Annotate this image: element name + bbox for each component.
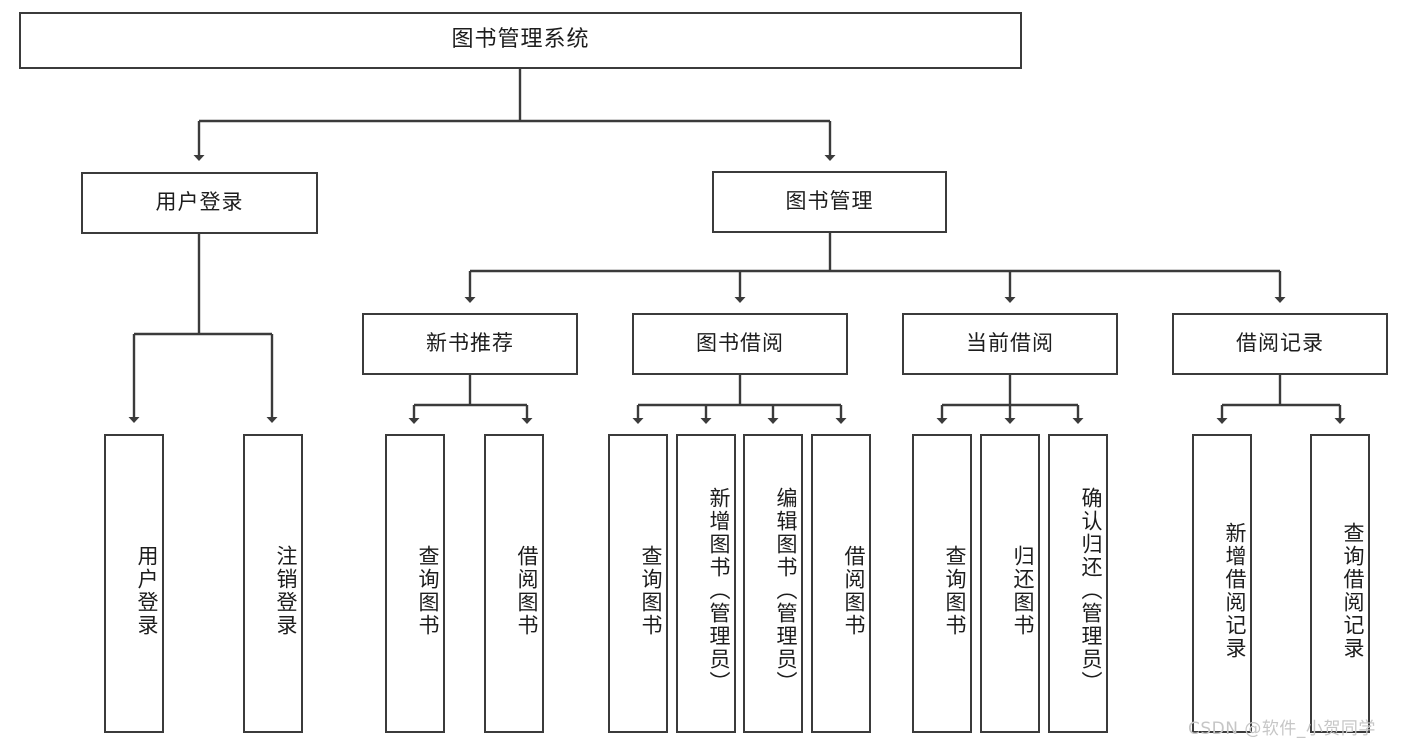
node-book-borrow[interactable]: 图书借阅 [632, 313, 848, 375]
leaf-book-borrow-query[interactable]: 查询图书 [608, 434, 668, 733]
node-label: 查询图书 [416, 544, 440, 637]
node-label: 图书管理 [785, 189, 874, 214]
node-label: 当前借阅 [966, 331, 1054, 356]
leaf-current-borrow-confirm-admin[interactable]: 确认归还（管理员） [1048, 434, 1108, 733]
node-borrow-record[interactable]: 借阅记录 [1172, 313, 1388, 375]
node-current-borrow[interactable]: 当前借阅 [902, 313, 1118, 375]
node-label: 新增图书（管理员） [707, 487, 731, 694]
leaf-user-login-logout[interactable]: 注销登录 [243, 434, 303, 733]
node-new-book-recommend[interactable]: 新书推荐 [362, 313, 578, 375]
leaf-borrow-record-add[interactable]: 新增借阅记录 [1192, 434, 1252, 733]
leaf-book-borrow-edit-admin[interactable]: 编辑图书（管理员） [743, 434, 803, 733]
node-label: 查询图书 [639, 544, 663, 637]
leaf-book-borrow-borrow[interactable]: 借阅图书 [811, 434, 871, 733]
node-label: 借阅记录 [1236, 331, 1324, 356]
node-label: 新书推荐 [426, 331, 514, 356]
leaf-new-book-borrow[interactable]: 借阅图书 [484, 434, 544, 733]
node-book-management[interactable]: 图书管理 [712, 171, 947, 233]
node-label: 图书管理系统 [451, 27, 590, 53]
watermark-text: CSDN @软件_小贺同学 [1188, 719, 1376, 739]
node-label: 图书借阅 [696, 331, 784, 356]
node-label: 注销登录 [274, 544, 298, 637]
node-root-book-management-system[interactable]: 图书管理系统 [19, 12, 1022, 69]
leaf-new-book-query[interactable]: 查询图书 [385, 434, 445, 733]
leaf-user-login-login[interactable]: 用户登录 [104, 434, 164, 733]
node-label: 归还图书 [1011, 544, 1035, 637]
node-user-login[interactable]: 用户登录 [81, 172, 318, 234]
node-label: 查询借阅记录 [1341, 521, 1365, 660]
node-label: 借阅图书 [842, 544, 866, 637]
leaf-current-borrow-return[interactable]: 归还图书 [980, 434, 1040, 733]
node-label: 新增借阅记录 [1223, 521, 1247, 660]
node-label: 确认归还（管理员） [1079, 487, 1103, 694]
node-label: 借阅图书 [515, 544, 539, 637]
leaf-current-borrow-query[interactable]: 查询图书 [912, 434, 972, 733]
leaf-borrow-record-query[interactable]: 查询借阅记录 [1310, 434, 1370, 733]
node-label: 用户登录 [135, 544, 159, 637]
node-label: 用户登录 [155, 190, 244, 215]
node-label: 编辑图书（管理员） [774, 487, 798, 694]
leaf-book-borrow-add-admin[interactable]: 新增图书（管理员） [676, 434, 736, 733]
node-label: 查询图书 [943, 544, 967, 637]
